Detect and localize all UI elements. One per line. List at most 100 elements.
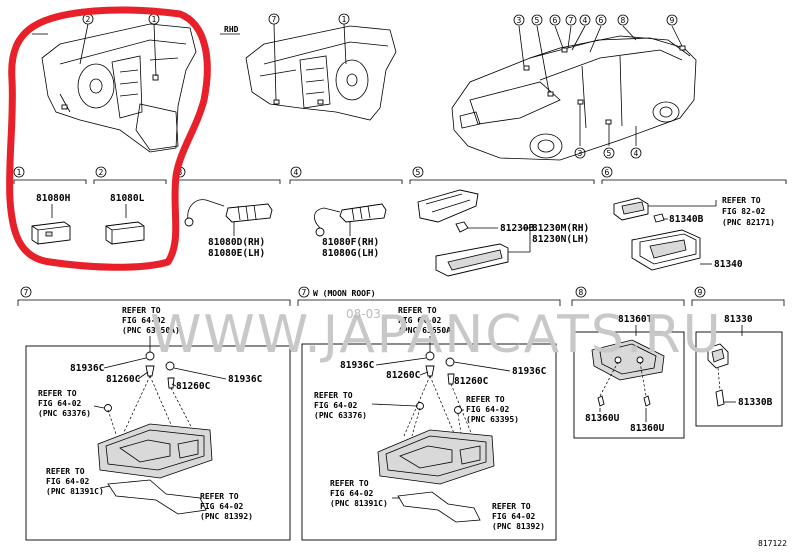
svg-text:4: 4 xyxy=(583,16,588,25)
callout-7-rhd: 7 xyxy=(268,13,280,25)
section-2-part: 81080L xyxy=(105,193,145,245)
svg-text:7: 7 xyxy=(569,16,574,25)
section-6-part: REFER TO FIG 82-02 (PNC 82171) 81340B 81… xyxy=(613,196,775,271)
callout-5-car: 5 xyxy=(531,14,543,26)
foot-lamp-marker-rhd xyxy=(273,99,280,105)
svg-text:5: 5 xyxy=(416,168,421,177)
callout-1-dash: 1 xyxy=(148,13,160,25)
callout-6b-car: 6 xyxy=(595,14,607,26)
w-refer-left-2: FIG 64-02 xyxy=(314,401,358,410)
callout-7-car: 7 xyxy=(565,14,577,26)
svg-text:6: 6 xyxy=(599,16,604,25)
part-number-81330: 81330 xyxy=(724,314,753,325)
top-callouts: 2 1 7 1 3 5 6 7 4 6 8 9 3 5 4 xyxy=(82,13,678,159)
part-number-81340: 81340 xyxy=(714,259,743,270)
part-number-81080e: 81080E(LH) xyxy=(208,248,265,259)
callout-2-dash: 2 xyxy=(82,13,94,25)
svg-text:8: 8 xyxy=(621,16,626,25)
refer-left-3: (PNC 63376) xyxy=(38,409,91,418)
refer-to-82-02: REFER TO xyxy=(722,196,761,205)
section-1-part: 81080H xyxy=(31,193,71,245)
section-3-part: 81080D(RH) 81080E(LH) xyxy=(184,199,273,259)
refer-left-1: REFER TO xyxy=(38,389,77,398)
section-8-part: 81360T 81360U 81360U xyxy=(573,314,685,439)
section-4-header: 4 xyxy=(289,166,403,184)
w-part-81936c-left: 81936C xyxy=(340,360,375,371)
dashboard-illustration-lhd xyxy=(41,23,197,153)
refer-br-2: FIG 64-02 xyxy=(200,502,244,511)
section-7w-part: REFER TO FIG 64-02 (PNC 63650A) 81936C 8… xyxy=(301,306,557,541)
dashboard-illustration-rhd xyxy=(245,23,397,121)
refer-top-2: FIG 64-02 xyxy=(122,316,166,325)
w-refer-top-2: FIG 64-02 xyxy=(398,316,442,325)
svg-text:7: 7 xyxy=(24,288,29,297)
svg-text:3: 3 xyxy=(578,149,583,158)
callout-9-car: 9 xyxy=(666,14,678,26)
part-number-81360u-a: 81360U xyxy=(585,413,620,424)
rhd-label: RHD xyxy=(224,25,239,34)
w-refer-top-1: REFER TO xyxy=(398,306,437,315)
svg-text:4: 4 xyxy=(634,149,639,158)
svg-text:5: 5 xyxy=(607,149,612,158)
refer-bl-3: (PNC 81391C) xyxy=(46,487,104,496)
callout-4-car: 4 xyxy=(579,14,591,26)
section-3-header: 3 xyxy=(174,166,281,184)
callout-1-rhd: 1 xyxy=(338,13,350,25)
diagram-code: 817122 xyxy=(758,539,787,548)
part-81936c-left: 81936C xyxy=(70,363,105,374)
moon-roof-label: W (MOON ROOF) xyxy=(313,289,376,298)
svg-text:1: 1 xyxy=(17,168,22,177)
w-part-81260c-left: 81260C xyxy=(386,370,421,381)
svg-text:1: 1 xyxy=(152,15,157,24)
part-81260c-left: 81260C xyxy=(106,374,141,385)
svg-text:6: 6 xyxy=(605,168,610,177)
w-refer-left-3: (PNC 63376) xyxy=(314,411,367,420)
section-7w-header: 7 W (MOON ROOF) xyxy=(297,286,561,306)
w-refer-top-3: (PNC 63650A) xyxy=(398,326,456,335)
part-81936c-right: 81936C xyxy=(228,374,263,385)
w-refer-bl-3: (PNC 81391C) xyxy=(330,499,388,508)
section-5-part: 81230B 81230M(RH) 81230N(LH) xyxy=(417,189,589,277)
part-number-81080d: 81080D(RH) xyxy=(208,237,265,248)
section-7-part: REFER TO FIG 64-02 (PNC 63650A) 81936C 8… xyxy=(25,306,291,541)
callout-4-car-bottom: 4 xyxy=(630,147,642,159)
w-refer-br-1: REFER TO xyxy=(492,502,531,511)
w-part-81260c-right: 81260C xyxy=(454,376,489,387)
foot-lamp-marker xyxy=(61,104,68,110)
svg-text:8: 8 xyxy=(579,288,584,297)
refer-left-2: FIG 64-02 xyxy=(38,399,82,408)
part-number-81360t: 81360T xyxy=(618,314,653,325)
w-refer-bl-2: FIG 64-02 xyxy=(330,489,374,498)
part-number-81340b: 81340B xyxy=(669,214,704,225)
w-refer-br-3: (PNC 81392) xyxy=(492,522,545,531)
svg-text:1: 1 xyxy=(342,15,347,24)
part-number-81080h: 81080H xyxy=(36,193,71,204)
section-2-header: 2 xyxy=(93,166,167,184)
refer-pnc-82171: (PNC 82171) xyxy=(722,218,775,227)
map-lamp-marker xyxy=(152,74,159,81)
w-refer-bl-1: REFER TO xyxy=(330,479,369,488)
row2-section-headers: 1 2 3 4 5 6 xyxy=(13,166,787,184)
section-8-header: 8 xyxy=(571,286,685,306)
w-refer-left-1: REFER TO xyxy=(314,391,353,400)
row3-section-headers: 7 7 W (MOON ROOF) 8 9 xyxy=(17,286,785,306)
part-number-81080f: 81080F(RH) xyxy=(322,237,379,248)
part-number-81230m: 81230M(RH) xyxy=(532,223,589,234)
callout-3-car-bottom: 3 xyxy=(574,147,586,159)
refer-br-1: REFER TO xyxy=(200,492,239,501)
car-illustration xyxy=(451,25,697,161)
console-lamp-marker xyxy=(317,99,324,105)
w-refer-mid-1: REFER TO xyxy=(466,395,505,404)
refer-br-3: (PNC 81392) xyxy=(200,512,253,521)
section-6-header: 6 xyxy=(601,166,787,184)
part-number-81230b: 81230B xyxy=(500,223,535,234)
section-4-part: 81080F(RH) 81080G(LH) xyxy=(314,203,387,259)
w-refer-br-2: FIG 64-02 xyxy=(492,512,536,521)
svg-text:5: 5 xyxy=(535,16,540,25)
w-refer-mid-3: (PNC 63395) xyxy=(466,415,519,424)
refer-top-3: (PNC 63650A) xyxy=(122,326,180,335)
part-number-81360u-b: 81360U xyxy=(630,423,665,434)
svg-text:2: 2 xyxy=(86,15,91,24)
svg-text:7: 7 xyxy=(302,288,307,297)
callout-5-car-bottom: 5 xyxy=(603,147,615,159)
